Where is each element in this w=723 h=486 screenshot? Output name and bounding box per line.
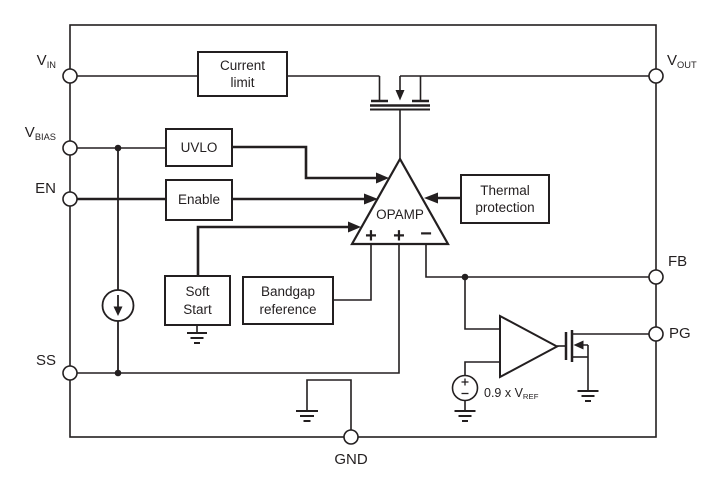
- pin-label-vout: VOUT: [667, 52, 697, 70]
- pin-vout-terminal: [648, 68, 664, 84]
- soft-start-block: Soft Start: [164, 275, 231, 326]
- pin-label-pg: PG: [669, 325, 691, 342]
- pin-pg-terminal: [648, 326, 664, 342]
- voltage-source-symbol: [451, 374, 479, 402]
- junction-dot: [461, 273, 469, 281]
- enable-block: Enable: [165, 179, 233, 221]
- pin-label-vout-sub: OUT: [677, 59, 697, 70]
- wire-uvlo-to-opamp: [233, 145, 377, 180]
- pin-fb-terminal: [648, 269, 664, 285]
- vref-ground-icon: [454, 410, 476, 422]
- pg-fet-ground-icon: [577, 390, 599, 402]
- signal-wires: [77, 145, 460, 275]
- pin-label-ss: SS: [35, 352, 56, 369]
- wire-ss-to-opamp: [77, 244, 400, 374]
- pin-label-vout-base: V: [667, 52, 678, 69]
- wire-fet-body-to-ground: [582, 344, 589, 391]
- wire-opamp-inv-to-fb: [425, 244, 649, 278]
- pass-fet-body-arrow: [395, 90, 405, 101]
- soft-start-ground-icon: [187, 332, 207, 344]
- pin-terminals: [62, 68, 664, 445]
- wire-soft-start-to-opamp: [196, 225, 349, 275]
- pin-label-vbias-base: V: [24, 124, 35, 141]
- junction-dot: [114, 144, 122, 152]
- pg-threshold-annotation: 0.9 x VREF: [484, 386, 539, 402]
- thermal-arrowhead: [424, 192, 438, 204]
- soft-start-arrowhead: [348, 221, 361, 233]
- pin-label-vin: VIN: [16, 52, 56, 70]
- pin-label-vin-sub: IN: [46, 59, 56, 70]
- wire-bandgap-to-opamp: [334, 244, 372, 301]
- comparator-triangle: [499, 314, 560, 379]
- pin-label-vbias-sub: BIAS: [34, 131, 56, 142]
- gnd-ground-icon: [296, 410, 318, 422]
- current-limit-block: Current limit: [197, 51, 288, 97]
- pin-label-fb: FB: [668, 253, 688, 270]
- wire-fb-to-comparator: [464, 277, 500, 330]
- arrowheads: [113, 90, 584, 350]
- junction-dots: [114, 144, 469, 377]
- wire-vref-to-comparator: [464, 361, 500, 375]
- pin-en-terminal: [62, 191, 78, 207]
- enable-arrowhead: [364, 193, 378, 205]
- opamp-input-plus-1: +: [365, 225, 377, 247]
- pg-threshold-text: 0.9 x V: [484, 386, 523, 400]
- pg-fet-symbol: [564, 330, 574, 362]
- ground-symbols: [187, 332, 599, 422]
- wires: [77, 75, 649, 430]
- pin-vin-terminal: [62, 68, 78, 84]
- thermal-protection-block: Thermal protection: [460, 174, 550, 224]
- junction-dot: [114, 369, 122, 377]
- pin-label-vbias: VBIAS: [6, 124, 56, 142]
- pin-vbias-terminal: [62, 140, 78, 156]
- opamp-triangle: [350, 156, 450, 246]
- pin-gnd-terminal: [343, 429, 359, 445]
- pg-threshold-sub: REF: [522, 392, 539, 402]
- plus-sign-icon: [461, 378, 469, 386]
- opamp-input-minus: −: [420, 223, 432, 245]
- current-source-symbol: [101, 289, 135, 322]
- opamp-label: OPAMP: [376, 207, 424, 222]
- pin-label-gnd: GND: [334, 451, 368, 468]
- pin-label-vin-base: V: [36, 52, 47, 69]
- opamp-input-plus-2: +: [393, 225, 405, 247]
- uvlo-arrowhead: [376, 172, 389, 184]
- bandgap-reference-block: Bandgap reference: [242, 276, 334, 325]
- uvlo-block: UVLO: [165, 128, 233, 167]
- pass-fet-terminals: [378, 76, 422, 101]
- pass-fet-symbol: [370, 99, 430, 111]
- device-boundary: [69, 24, 657, 438]
- wire-gnd-pin-to-ground: [306, 379, 352, 430]
- pin-label-en: EN: [35, 180, 56, 197]
- pin-ss-terminal: [62, 365, 78, 381]
- pg-fet-body-arrow: [573, 340, 584, 350]
